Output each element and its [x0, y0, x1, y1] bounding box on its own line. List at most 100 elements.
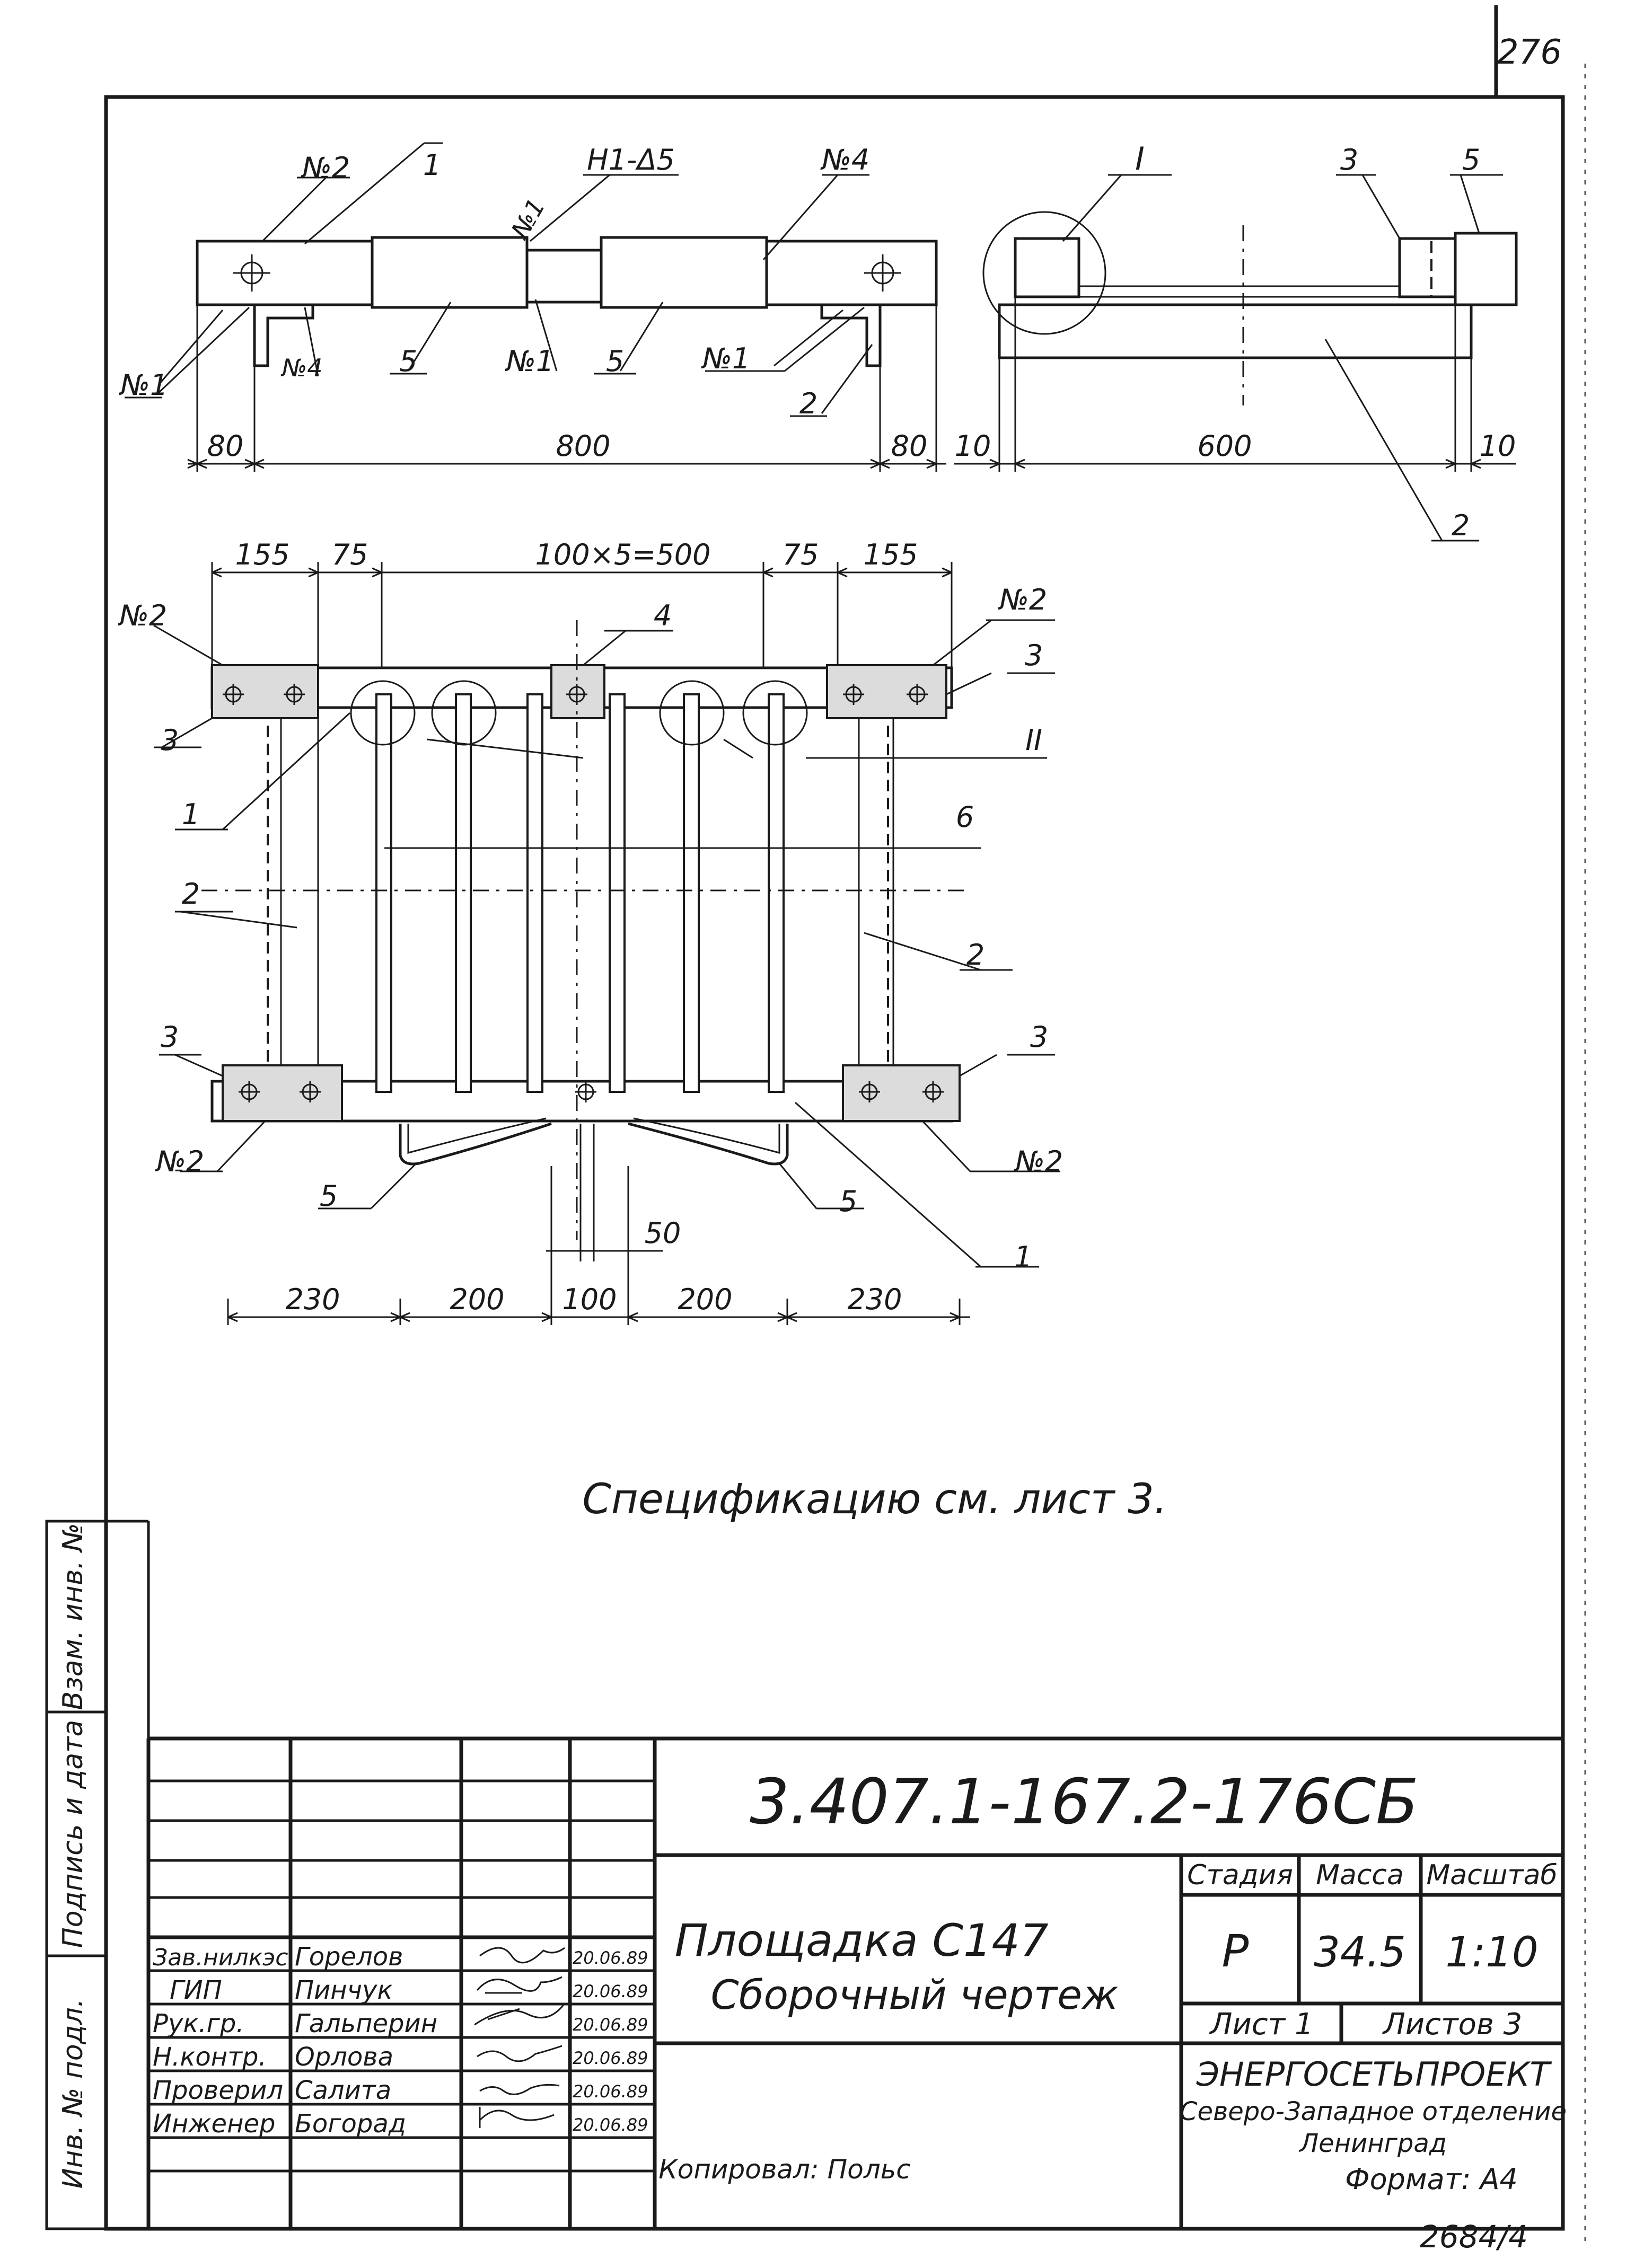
side-label-part-2: 2 [1452, 509, 1470, 542]
side-clip-left [1014, 237, 1080, 298]
plan-label-part-3-bl: 3 [161, 1020, 179, 1054]
signer-date: 20.06.89 [573, 2015, 648, 2035]
side-support-5 [1454, 232, 1518, 306]
front-view [125, 142, 946, 472]
side-clip-right [1398, 237, 1457, 298]
side-view [954, 174, 1518, 542]
signer-date: 20.06.89 [573, 2081, 648, 2102]
side-label-part-3: 3 [1340, 143, 1358, 177]
spec-note: Спецификацию см. лист 3. [582, 1476, 1167, 1523]
plan-label-part-3-br: 3 [1030, 1020, 1048, 1054]
signer-role: Инженер [153, 2109, 275, 2139]
plan-plate-3-top-right [826, 664, 947, 719]
side-stamp-exchange-inv: Взам. инв. № [57, 1523, 89, 1710]
scale-value: 1:10 [1445, 1929, 1538, 1976]
plan-dim-small: 50 [645, 1216, 681, 1250]
side-deck-plate [998, 303, 1473, 359]
front-label-weld-1b: №1 [119, 368, 169, 402]
title-block [146, 1736, 1563, 2229]
front-leg-2-left [253, 305, 314, 367]
plan-dim-bottom-c: 100 [562, 1283, 617, 1316]
plan-label-part-6: 6 [956, 800, 974, 834]
plan-dim-top-a: 155 [235, 538, 289, 571]
side-label-detail-I: I [1135, 140, 1145, 178]
plan-dim-bottom-a: 230 [285, 1283, 340, 1316]
mass-header: Масса [1316, 1859, 1404, 1891]
plan-label-weld-2-bl: №2 [155, 1145, 205, 1178]
front-label-part-2: 2 [799, 387, 818, 420]
plan-label-part-1-r: 1 [1014, 1240, 1032, 1274]
plan-plate-3-bottom-left [222, 1064, 343, 1122]
plan-label-weld-2-tr: №2 [998, 583, 1048, 616]
plan-support-5 [399, 1122, 789, 1166]
front-label-part-1: 1 [423, 148, 441, 182]
signer-date: 20.06.89 [573, 1981, 648, 2001]
signers-table: Зав.нилкэс Горелов 20.06.89 ГИП Пинчук 2… [153, 1942, 648, 2139]
side-dim-left: 10 [955, 429, 991, 463]
front-label-weld-tag: Н1-Δ5 [587, 143, 675, 177]
plan-label-part-5-l: 5 [320, 1179, 338, 1213]
plan-label-part-5-r: 5 [839, 1185, 857, 1218]
org-line-1: ЭНЕРГОСЕТЬПРОЕКТ [1196, 2055, 1552, 2094]
side-dim-middle: 600 [1197, 429, 1252, 463]
signer-date: 20.06.89 [573, 2048, 648, 2068]
plan-bolt-holes [223, 684, 944, 1102]
plan-label-weld-2-tl: №2 [118, 599, 168, 632]
signer-name: Салита [295, 2076, 391, 2105]
front-dim-middle: 800 [556, 429, 610, 463]
plan-label-weld-2-br: №2 [1014, 1145, 1063, 1178]
stage-header: Стадия [1187, 1859, 1293, 1891]
signer-name: Гальперин [295, 2009, 437, 2038]
scale-header: Масштаб [1426, 1859, 1557, 1891]
side-stamp-inv-original: Инв. № подл. [57, 1999, 89, 2189]
signatures [474, 1947, 566, 2128]
front-label-weld-4b: №4 [280, 354, 322, 382]
front-label-part-5a: 5 [399, 345, 417, 378]
side-dim-right: 10 [1480, 429, 1516, 463]
sheets-label: Листов 3 [1382, 2007, 1523, 2042]
signer-role: Зав.нилкэс [153, 1944, 288, 1971]
drawing-frame [104, 5, 1586, 2247]
signer-date: 20.06.89 [573, 2115, 648, 2135]
front-label-part-5b: 5 [606, 345, 624, 378]
plan-label-part-4: 4 [654, 599, 672, 632]
front-label-weld-4a: №4 [820, 143, 870, 177]
plan-label-part-3-tr: 3 [1025, 639, 1043, 672]
plan-plate-3-bottom-right [842, 1064, 961, 1122]
front-bracket-left [196, 240, 374, 306]
plan-label-detail-II: II [1025, 723, 1042, 757]
format-label: Формат: А4 [1345, 2163, 1518, 2196]
plan-label-part-2-r: 2 [966, 938, 984, 972]
plan-dim-bottom-d: 200 [678, 1283, 732, 1316]
mass-value: 34.5 [1314, 1929, 1406, 1976]
front-leg-2-right [820, 305, 882, 367]
signer-role: Н.контр. [153, 2042, 267, 2072]
signer-role: Рук.гр. [153, 2009, 244, 2038]
side-label-part-5: 5 [1462, 143, 1480, 177]
sheet-label: Лист 1 [1209, 2007, 1313, 2042]
detail-I-circle [982, 211, 1106, 335]
plan-plate-3-top-left [211, 664, 319, 719]
front-label-weld-2: №2 [301, 151, 350, 184]
plan-dim-top-e: 155 [863, 538, 918, 571]
signer-date: 20.06.89 [573, 1948, 648, 1968]
signer-name: Орлова [295, 2042, 393, 2072]
designation: 3.407.1-167.2-176СБ [750, 1765, 1419, 1838]
org-line-3: Ленинград [1298, 2129, 1447, 2158]
signer-role: ГИП [170, 1975, 222, 2005]
copied-by: Копировал: Польс [658, 2154, 911, 2185]
side-stamp-sign-date: Подпись и дата [57, 1720, 89, 1948]
plan-dim-bottom-b: 200 [450, 1283, 504, 1316]
title-block-grid-lines [148, 1779, 655, 2173]
front-support-5-right [600, 236, 768, 309]
signer-role: Проверил [153, 2076, 283, 2105]
front-dim-right: 80 [891, 429, 928, 463]
org-line-2: Северо-Западное отделение [1180, 2097, 1567, 2126]
front-dim-left: 80 [207, 429, 244, 463]
plan-dim-top-d: 75 [783, 538, 819, 571]
plan-dim-top-b: 75 [332, 538, 368, 571]
plan-view [153, 562, 1060, 1325]
side-stamp [45, 1520, 150, 2230]
front-bracket-right [765, 240, 938, 306]
